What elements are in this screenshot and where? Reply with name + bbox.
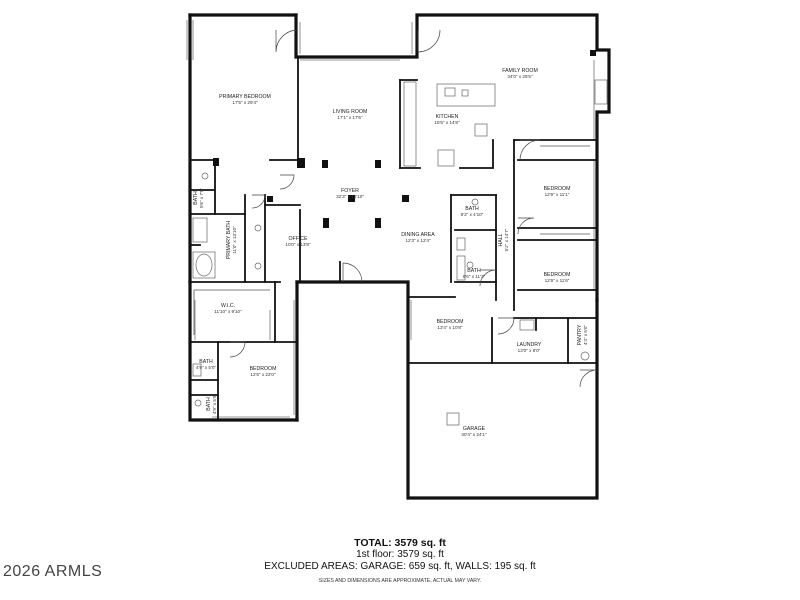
total-area: TOTAL: 3579 sq. ft: [354, 537, 446, 549]
disclaimer: SIZES AND DIMENSIONS ARE APPROXIMATE, AC…: [318, 578, 482, 584]
room-dimensions: 8'2" x 4'10": [461, 212, 484, 217]
windows: [186, 20, 595, 418]
room-label-wic: W.I.C.11'10" x 9'10": [214, 303, 242, 314]
room-dimensions: 11'10" x 9'10": [214, 309, 242, 314]
room-dimensions: 5'6" x 7'5": [199, 188, 204, 208]
room-name: BATH: [199, 359, 213, 365]
room-dimensions: 15'5" x 14'8": [434, 120, 460, 125]
room-name: BATH: [193, 191, 199, 205]
room-name: HALL: [498, 233, 504, 246]
first-floor-area: 1st floor: 3579 sq. ft: [356, 549, 444, 560]
room-dimensions: 8'6" x 11'3": [463, 274, 486, 279]
room-name: PRIMARY BATH: [226, 221, 232, 260]
room-name: PANTRY: [577, 324, 583, 345]
exterior-walls: [188, 13, 611, 500]
room-dimensions: 12'3" x 12'4": [405, 238, 431, 243]
room-dimensions: 32'3" x 18'10": [336, 194, 364, 199]
room-name: FOYER: [341, 188, 359, 194]
room-dimensions: 4'9" x 5'0": [196, 365, 216, 370]
room-name: BEDROOM: [544, 186, 571, 192]
room-name: KITCHEN: [436, 114, 459, 120]
room-dimensions: 13'0" x 8'0": [518, 348, 541, 353]
doors: [229, 29, 598, 388]
room-dimensions: 5'2" x 14'7": [504, 228, 509, 251]
room-dimensions: 17'5" x 29'4": [232, 100, 258, 105]
room-dimensions: 4'9" x 5'9": [212, 394, 217, 414]
room-name: BEDROOM: [437, 319, 464, 325]
room-dimensions: 13'4" x 10'8": [437, 325, 463, 330]
room-dimensions: 17'1" x 17'5": [337, 115, 363, 120]
room-dimensions: 30'4" x 24'1": [461, 432, 487, 437]
room-name: LAUNDRY: [517, 342, 542, 348]
room-name: PRIMARY BEDROOM: [219, 94, 271, 100]
watermark: 2026 ARMLS: [3, 563, 103, 580]
room-dimensions: 34'0" x 25'5": [507, 74, 533, 79]
interior-walls: [189, 56, 598, 421]
room-name: W.I.C.: [221, 303, 235, 309]
room-dimensions: 11'0" x 13'10": [232, 226, 237, 254]
room-name: BATH: [465, 206, 479, 212]
room-dimensions: 12'5" x 22'0": [250, 372, 276, 377]
excluded-areas: EXCLUDED AREAS: GARAGE: 659 sq. ft, WALL…: [264, 561, 536, 572]
room-name: LIVING ROOM: [333, 109, 368, 115]
columns: [213, 50, 596, 228]
room-name: BEDROOM: [250, 366, 277, 372]
room-dimensions: 12'9" x 11'1": [545, 192, 570, 197]
room-name: BEDROOM: [544, 272, 571, 278]
room-name: FAMILY ROOM: [502, 68, 538, 74]
room-name: BATH: [467, 268, 481, 274]
room-dimensions: 4'4" x 5'0": [583, 325, 588, 345]
room-name: GARAGE: [463, 426, 486, 432]
room-dimensions: 12'9" x 11'6": [545, 278, 570, 283]
fixtures: [192, 79, 608, 426]
room-name: OFFICE: [288, 236, 308, 242]
room-name: BATH: [206, 397, 212, 411]
room-name: DINING AREA: [401, 232, 435, 238]
room-dimensions: 10'0" x 13'8": [285, 242, 311, 247]
